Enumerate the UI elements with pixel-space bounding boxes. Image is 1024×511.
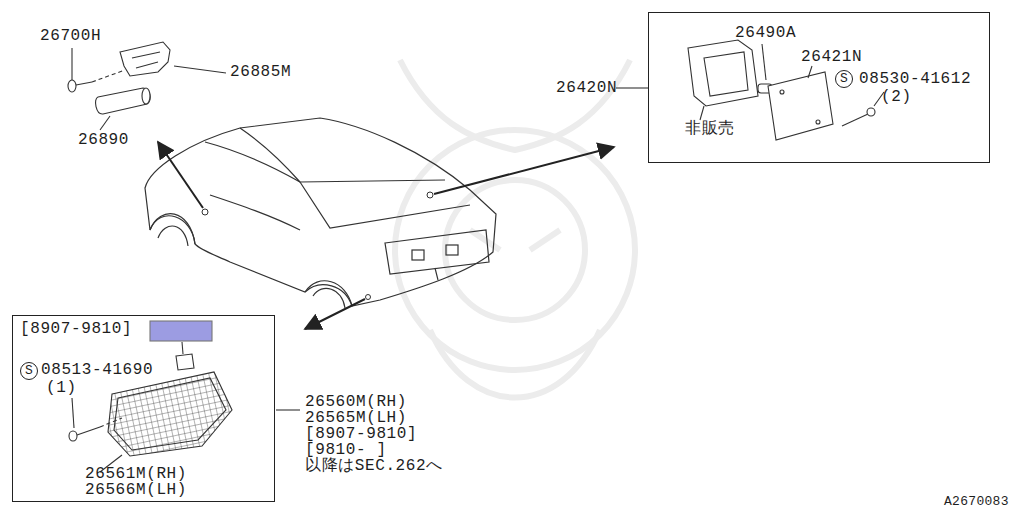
lamp-parts xyxy=(616,40,884,140)
callout-number: (1) xyxy=(46,380,77,396)
callout-number: 26885M xyxy=(230,64,291,80)
callout-number: 26490A xyxy=(735,25,796,41)
figure-code: A2670083 xyxy=(944,494,1009,510)
callout-number: [8907-9810] xyxy=(20,321,132,337)
circled-s-mark: S xyxy=(20,362,38,380)
callout-number: [8907-9810] xyxy=(305,426,417,442)
callout-number: 26890 xyxy=(78,132,129,148)
callout-number: 非販売 xyxy=(685,121,735,137)
bulb-parts xyxy=(68,42,226,130)
callout-number: 08513-41690 xyxy=(41,362,153,378)
inset-box: 26490A 26421N S 08530-41612 (2) 非販売 xyxy=(648,12,990,163)
car-outline xyxy=(145,118,496,308)
callout-number: 08530-41612 xyxy=(859,71,971,87)
callout-number: [9810- ] xyxy=(305,442,387,458)
callout-number: 26421N xyxy=(801,49,862,65)
inset-box: [8907-9810] S08513-41690 (1) 26561M(RH)2656… xyxy=(12,315,275,502)
callout-number: 26700H xyxy=(40,28,101,44)
watermark xyxy=(395,60,635,398)
callout-number: 26566M(LH) xyxy=(85,482,187,498)
callout-number: 26420N xyxy=(556,80,617,96)
callout-number: (2) xyxy=(881,89,912,105)
circled-s-mark: S xyxy=(835,70,853,88)
callout-number: 26565M(LH) xyxy=(305,410,407,426)
pointer-arrow xyxy=(158,142,614,329)
marker-lamp xyxy=(69,321,300,472)
callout-number: 26561M(RH) xyxy=(85,466,187,482)
callout-number: 26560M(RH) xyxy=(305,394,407,410)
callout-number: 以降はSEC.262へ xyxy=(305,458,443,474)
